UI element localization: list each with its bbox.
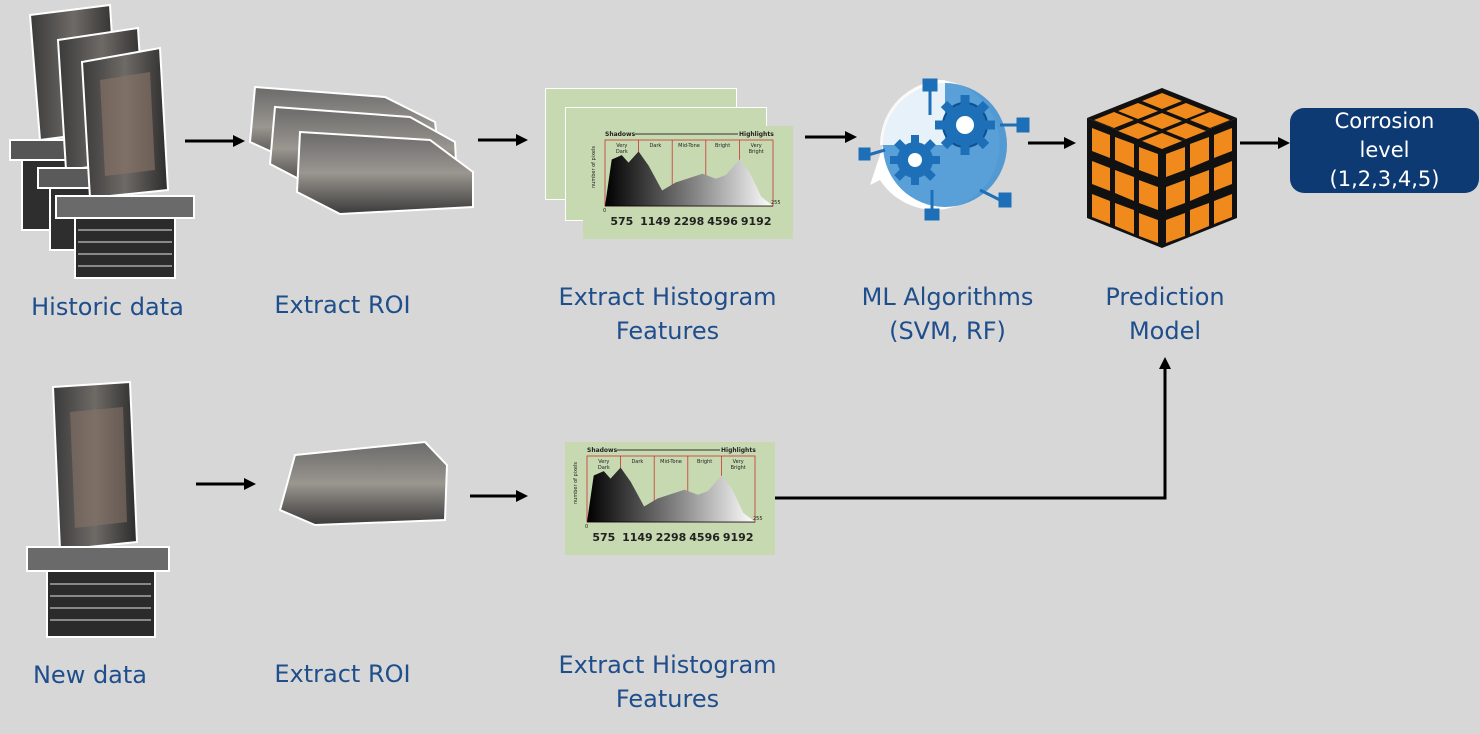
histogram-tick-label: 575 [610, 215, 633, 228]
ml-algorithms-label: ML Algorithms (SVM, RF) [830, 280, 1065, 348]
historic-blades-image [9, 3, 195, 279]
extract-histogram-top-line1: Extract Histogram [558, 283, 777, 311]
extract-histogram-bottom-line2: Features [615, 685, 720, 713]
histogram-tick-label: 1149 [622, 531, 653, 544]
extract-histogram-bottom-line1: Extract Histogram [558, 651, 777, 679]
roi-piece-3 [295, 130, 474, 216]
arrow-ml-to-model [1028, 137, 1076, 149]
histogram-y-axis-label: number of pixels [591, 146, 597, 188]
arrow-roi-to-histogram [478, 134, 528, 146]
prediction-model-line2: Model [1128, 317, 1202, 345]
arrow-historic-to-roi [185, 135, 245, 147]
histogram-tick-label: 4596 [689, 531, 720, 544]
histogram-zone-label: Mid-Tone [660, 459, 682, 465]
histogram-tick-label: 1149 [640, 215, 671, 228]
histogram-tick-label: 9192 [741, 215, 772, 228]
extract-roi-top-label: Extract ROI [274, 291, 411, 319]
histogram-zone-label: Bright [697, 459, 712, 465]
corrosion-level-line3: (1,2,3,4,5) [1329, 167, 1440, 191]
histogram-x-start: 0 [585, 524, 588, 530]
histogram-shadows-label: Shadows [587, 447, 618, 454]
extract-histogram-bottom-label: Extract Histogram Features [545, 648, 790, 716]
histogram-tick-label: 575 [592, 531, 615, 544]
blade-3 [55, 46, 195, 279]
ml-algorithms-line1: ML Algorithms [861, 283, 1034, 311]
arrow-histogram-to-ml [805, 131, 857, 143]
roi-bottom-image [278, 440, 449, 527]
histogram-area [605, 151, 773, 206]
histogram-highlights-label: Highlights [721, 447, 756, 454]
arrow-model-to-output [1240, 137, 1290, 149]
arrow-roi-to-histogram-bottom [470, 490, 528, 502]
new-data-label: New data [32, 661, 148, 689]
histogram-y-axis-label: number of pixels [573, 462, 579, 504]
histogram-highlights-label: Highlights [739, 131, 774, 138]
histogram-area [587, 467, 755, 522]
histogram-x-start: 0 [603, 208, 606, 214]
histogram-tick-label: 2298 [656, 531, 687, 544]
extract-histogram-top-label: Extract Histogram Features [545, 280, 790, 348]
ml-gears-icon [858, 78, 1030, 221]
extract-roi-bottom-label: Extract ROI [274, 660, 411, 688]
prediction-model-label: Prediction Model [1085, 280, 1245, 348]
connector-histogram-to-model [775, 357, 1171, 500]
histogram-tick-label: 2298 [674, 215, 705, 228]
gear-large-icon [935, 95, 995, 155]
historic-data-label: Historic data [31, 293, 184, 321]
histogram-tick-label: 4596 [707, 215, 738, 228]
corrosion-level-box: Corrosion level (1,2,3,4,5) [1290, 108, 1479, 193]
histogram-zone-label: Mid-Tone [678, 143, 700, 149]
prediction-model-line1: Prediction [1105, 283, 1225, 311]
histogram-x-end: 255 [771, 200, 781, 206]
ml-algorithms-line2: (SVM, RF) [889, 317, 1006, 345]
corrosion-level-line2: level [1359, 138, 1410, 162]
histogram-zone-label: Dark [631, 459, 643, 465]
new-blade-image [26, 380, 170, 638]
gear-small-icon [890, 135, 940, 185]
extract-histogram-top-line2: Features [615, 317, 720, 345]
histogram-zone-label: Dark [649, 143, 661, 149]
histogram-x-end: 255 [753, 516, 763, 522]
roi-top-image [248, 85, 474, 216]
histogram-tick-label: 9192 [723, 531, 754, 544]
corrosion-level-line1: Corrosion [1334, 109, 1435, 133]
prediction-model-cube-icon [1087, 88, 1237, 248]
histogram-shadows-label: Shadows [605, 131, 636, 138]
arrow-new-to-roi [196, 478, 256, 490]
histogram-zone-label: Bright [715, 143, 730, 149]
